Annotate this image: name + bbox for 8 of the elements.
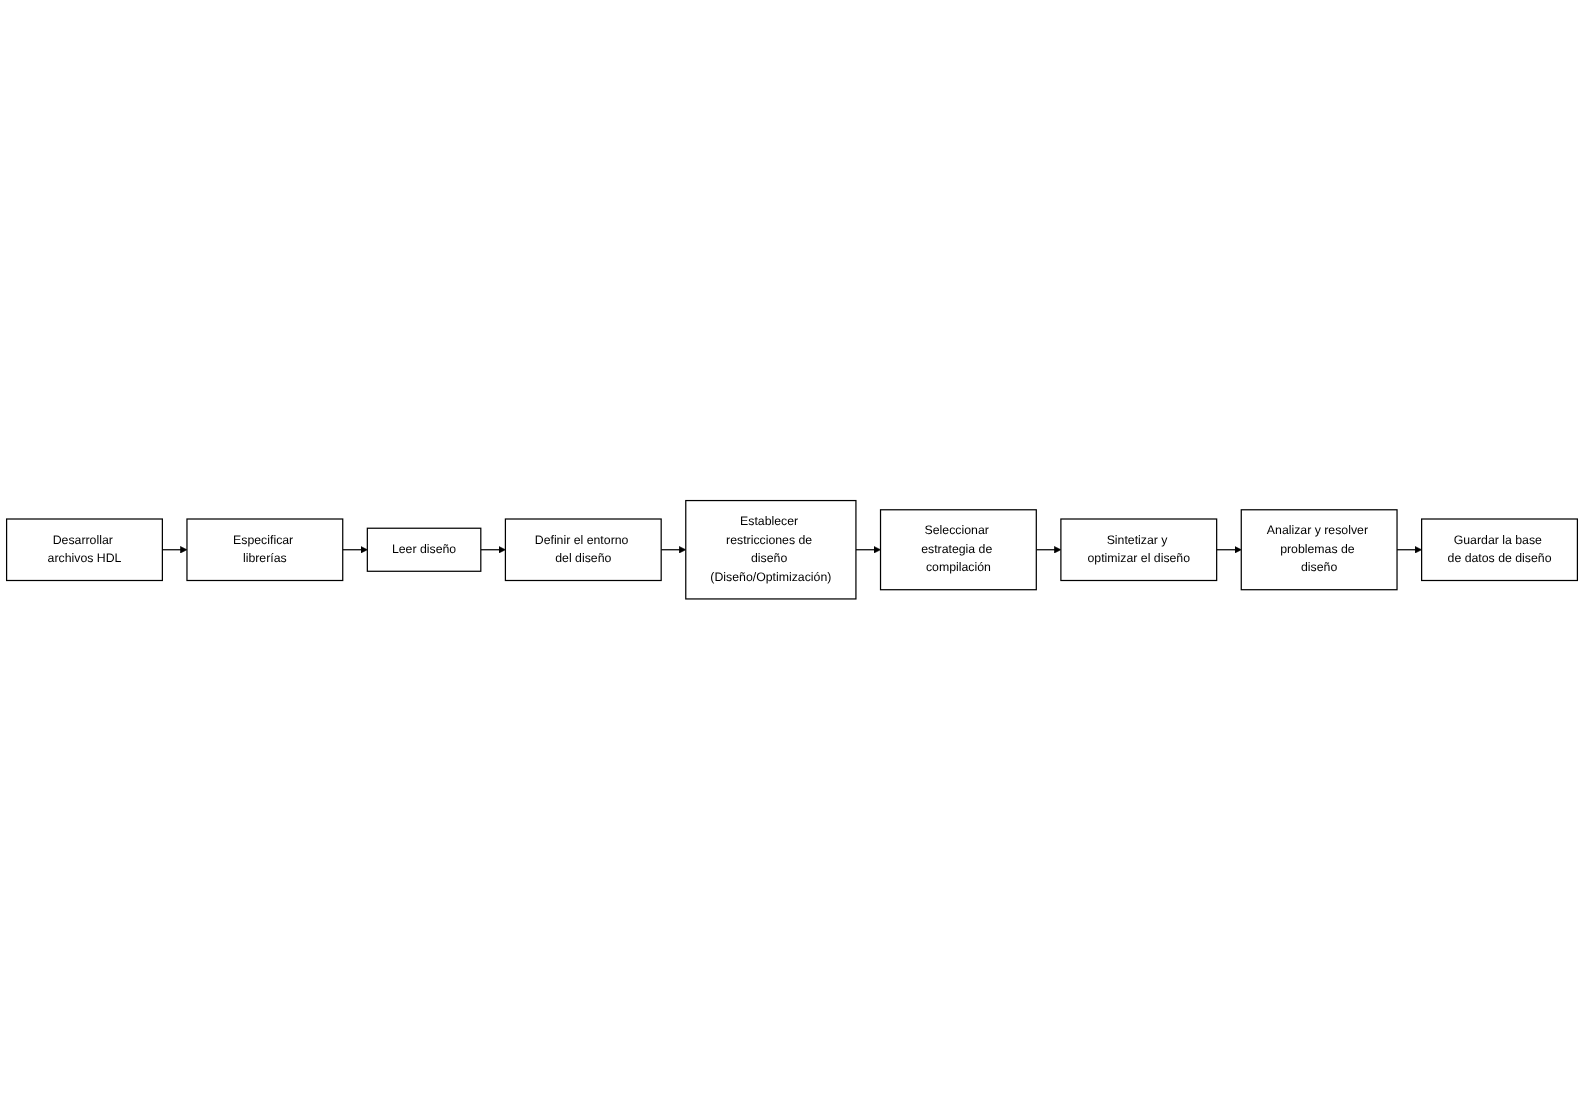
arrow (480, 546, 506, 554)
arrow (342, 546, 368, 554)
arrow (1035, 546, 1062, 554)
arrow (855, 546, 881, 554)
arrow (660, 546, 687, 554)
arrow (161, 546, 188, 554)
arrow (1216, 546, 1242, 554)
arrow (1396, 546, 1422, 554)
